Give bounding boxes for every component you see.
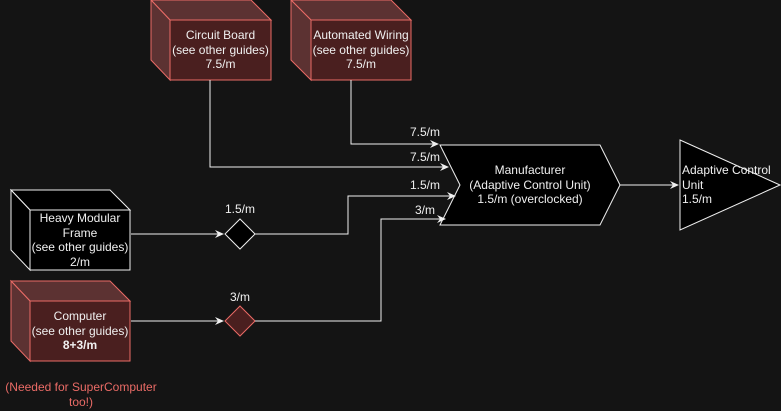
hmf-title-2: Frame <box>62 225 98 240</box>
edge-automated-wiring <box>350 80 439 148</box>
hmf-title-1: Heavy Modular <box>39 211 121 225</box>
circuit-board-subtitle: (see other guides) <box>172 42 269 57</box>
computer-rate: 8+3/m <box>62 338 98 353</box>
supercomputer-note: (Needed for SuperComputer too!) <box>0 380 162 410</box>
computer-node[interactable] <box>9 279 132 363</box>
edge-circuit-board <box>209 80 449 171</box>
circuit-board-node[interactable] <box>150 0 273 82</box>
computer-label: Computer (see other guides) 8+3/m <box>30 301 130 361</box>
manufacturer-label: Manufacturer (Adaptive Control Unit) 1.5… <box>460 155 600 215</box>
note-line-1: (Needed for SuperComputer <box>5 380 157 394</box>
output-label: Adaptive Control Unit 1.5/m <box>682 163 781 207</box>
edge-splitter-computer <box>255 215 446 322</box>
note-line-2: too!) <box>68 395 93 409</box>
adaptive-control-unit-output-node[interactable] <box>679 139 781 231</box>
hmf-splitter-label: 1.5/m <box>224 202 255 216</box>
edge-label-automated-wiring: 7.5/m <box>409 125 440 139</box>
automated-wiring-rate: 7.5/m <box>345 57 376 72</box>
heavy-modular-frame-label: Heavy Modular Frame (see other guides) 2… <box>30 210 130 270</box>
automated-wiring-subtitle: (see other guides) <box>312 42 410 57</box>
output-rate: 1.5/m <box>682 192 713 207</box>
manufacturer-recipe: (Adaptive Control Unit) <box>469 177 591 192</box>
automated-wiring-node[interactable] <box>290 0 413 82</box>
automated-wiring-label: Automated Wiring (see other guides) 7.5/… <box>311 20 411 80</box>
circuit-board-label: Circuit Board (see other guides) 7.5/m <box>170 20 271 80</box>
output-title-1: Adaptive Control <box>682 163 771 178</box>
manufacturer-node[interactable] <box>439 144 621 226</box>
circuit-board-rate: 7.5/m <box>205 57 236 72</box>
circuit-board-title: Circuit Board <box>185 28 256 43</box>
edge-label-hmf: 1.5/m <box>409 178 440 192</box>
manufacturer-title: Manufacturer <box>494 163 566 178</box>
heavy-modular-frame-node[interactable] <box>9 188 132 272</box>
edge-label-circuit-board: 7.5/m <box>409 150 440 164</box>
hmf-subtitle: (see other guides) <box>31 240 129 254</box>
computer-splitter-label: 3/m <box>229 290 250 304</box>
computer-splitter-diamond[interactable] <box>224 305 256 337</box>
computer-subtitle: (see other guides) <box>31 323 129 338</box>
edge-splitter-hmf <box>255 192 456 235</box>
computer-title: Computer <box>53 309 107 324</box>
edge-label-computer: 3/m <box>414 203 435 217</box>
automated-wiring-title: Automated Wiring <box>313 28 409 43</box>
output-title-2: Unit <box>682 177 704 192</box>
hmf-splitter-diamond[interactable] <box>224 218 256 250</box>
manufacturer-rate: 1.5/m (overclocked) <box>477 192 583 207</box>
hmf-rate: 2/m <box>69 254 90 269</box>
